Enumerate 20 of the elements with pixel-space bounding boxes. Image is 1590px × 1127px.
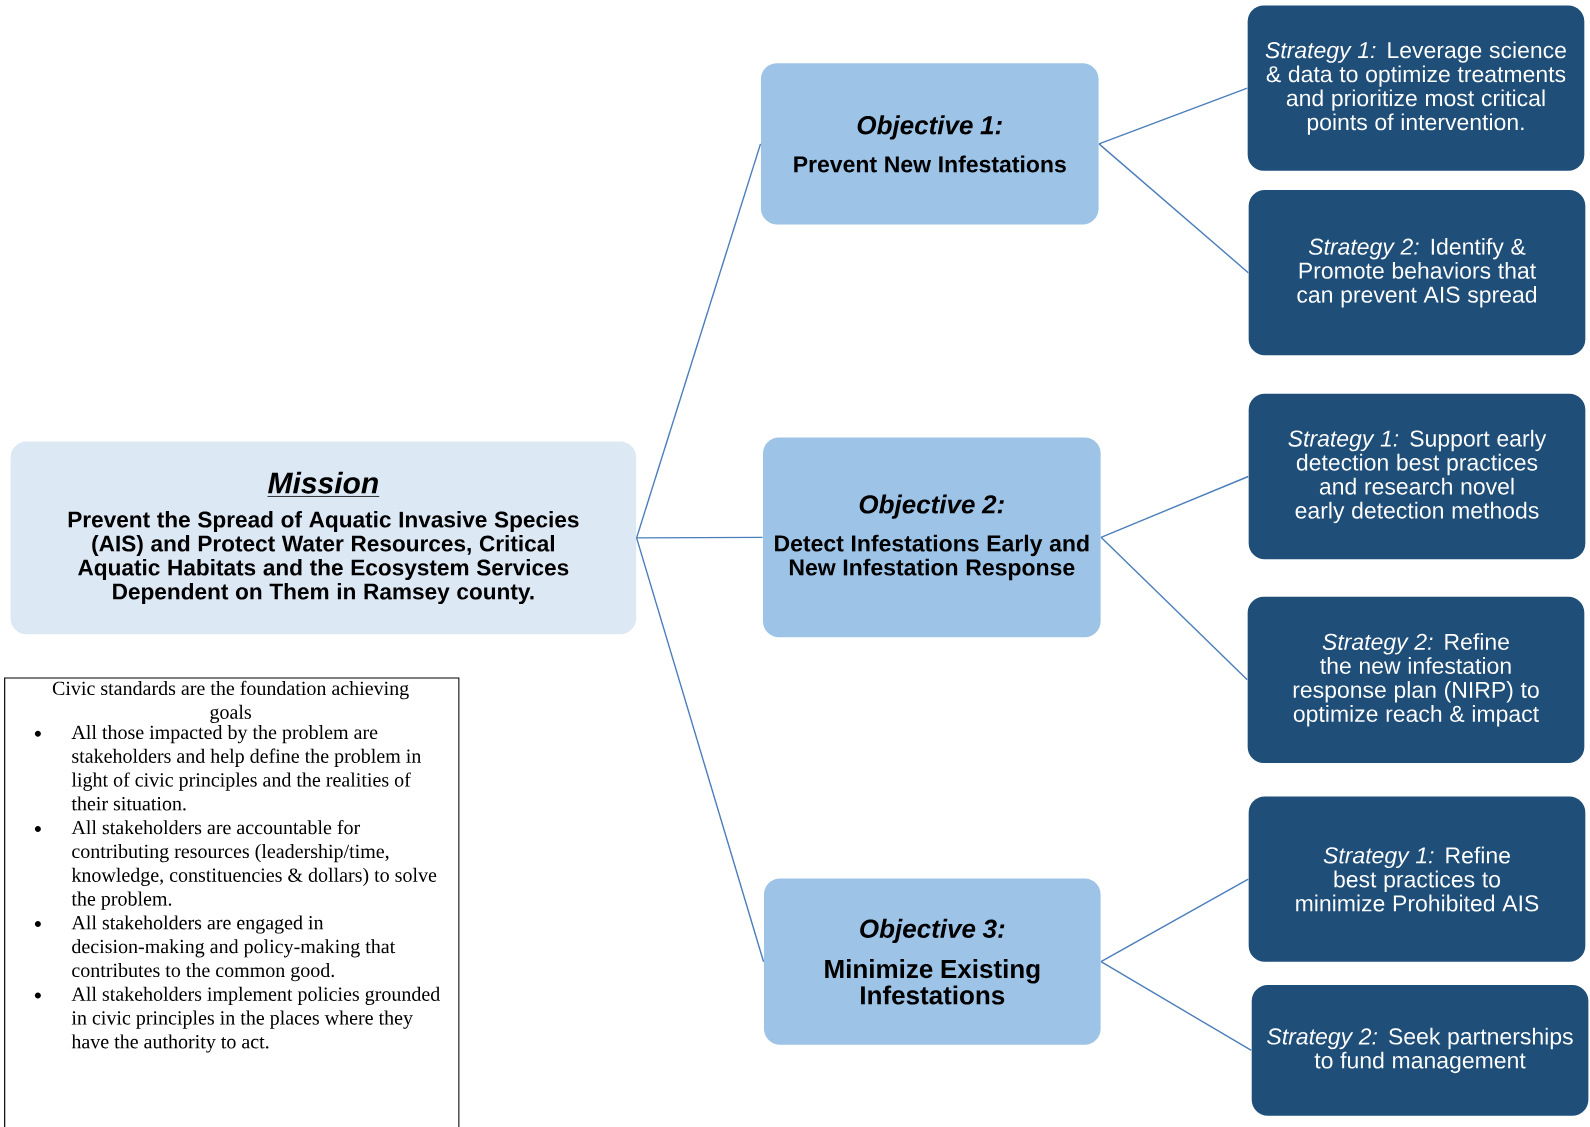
strategy-box: Strategy 2: Seek partnerships to fund management bbox=[1251, 985, 1589, 1116]
connector-line bbox=[1098, 87, 1248, 145]
connector-line bbox=[1100, 961, 1252, 1052]
connector-line bbox=[635, 537, 765, 963]
text-box: Civic standards are the foundation achieving goals All those impacted by the problem are stakeholders and help define the problem in light of civic principles and the realities of their situation. All stakeholders are accountable for contributing resources (leadership/time, knowledge, constituencies & dollars) to solve the problem. All stakeholders are engaged in decision-making and policy-making that contributes to the common good. All stakeholders implement policies grounded in civic principles in the places where they have the authority to act. bbox=[4, 677, 460, 1127]
objective-box: Objective 3: Minimize Existing Infestations bbox=[763, 878, 1101, 1045]
strategy-box: Strategy 1: Leverage science & data to optimize treatments and prioritize most critical points of intervention. bbox=[1247, 5, 1585, 171]
connector-line bbox=[1100, 878, 1249, 963]
strategy-box: Strategy 1: Support early detection best practices and research novel early detection methods bbox=[1248, 393, 1586, 560]
mission-box: Mission Prevent the Spread of Aquatic Invasive Species (AIS) and Protect Water Resources, Critical Aquatic Habitats and the Ecosystem Services Dependent on Them in Ramsey county. bbox=[10, 441, 637, 635]
connector-line bbox=[635, 536, 764, 539]
connector-line bbox=[1098, 143, 1249, 274]
connector-line bbox=[1100, 536, 1248, 681]
connector-line bbox=[635, 143, 762, 539]
objective-box: Objective 2: Detect Infestations Early and New Infestation Response bbox=[762, 437, 1101, 638]
strategy-box: Strategy 2: Identify & Promote behaviors that can prevent AIS spread bbox=[1248, 190, 1586, 356]
strategy-box: Strategy 2: Refine the new infestation response plan (NIRP) to optimize reach & impact bbox=[1247, 596, 1585, 763]
connector-line bbox=[1100, 475, 1249, 539]
strategy-box: Strategy 1: Refine best practices to minimize Prohibited AIS bbox=[1248, 796, 1586, 962]
objective-box: Objective 1: Prevent New Infestations bbox=[760, 63, 1099, 225]
